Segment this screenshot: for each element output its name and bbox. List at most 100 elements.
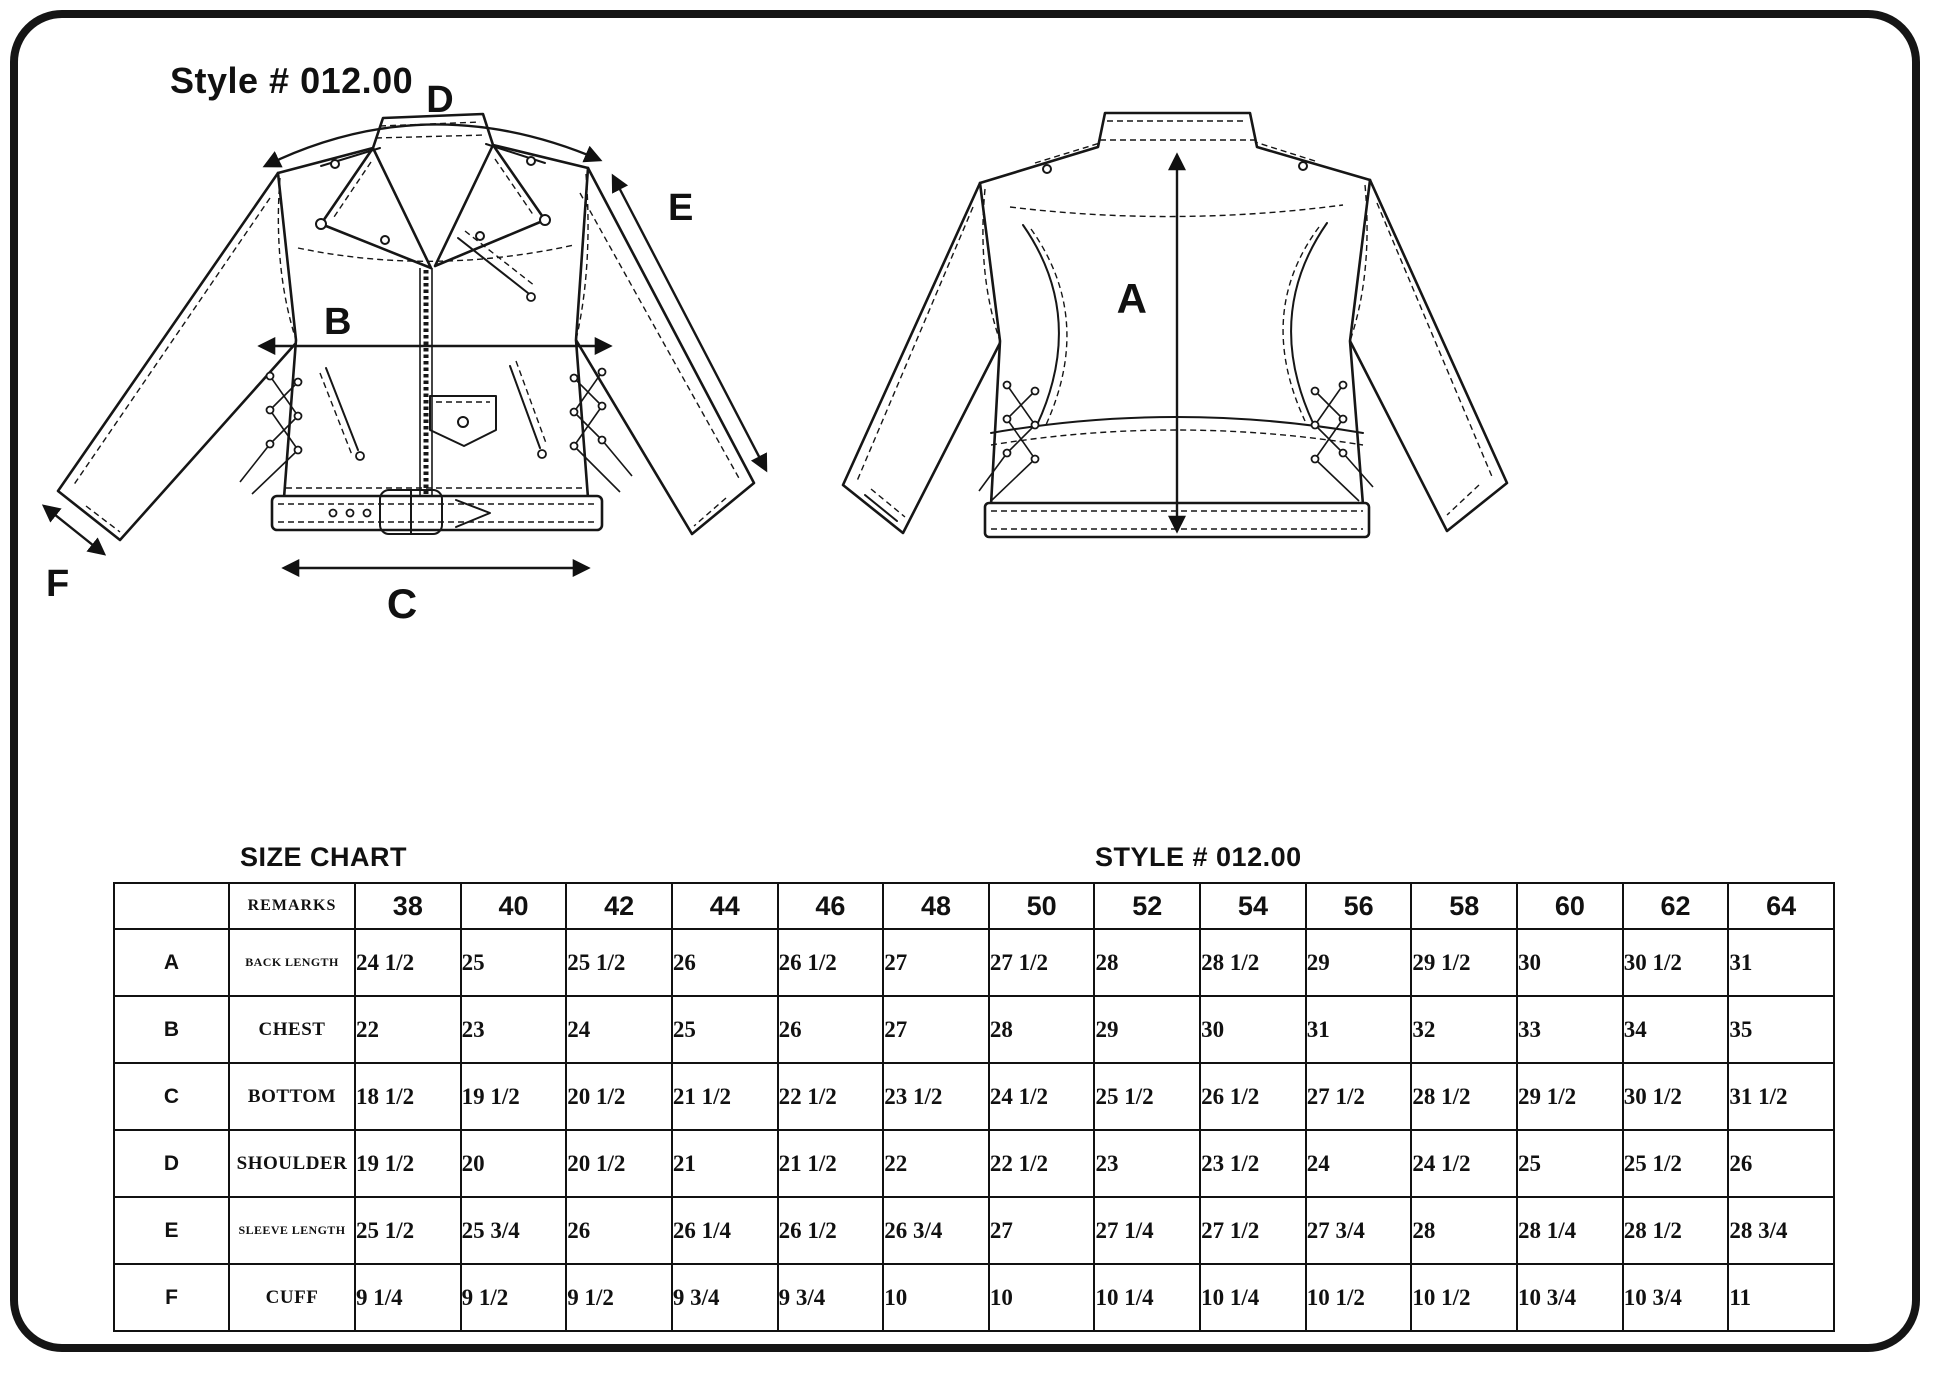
size-header-40: 40	[459, 882, 568, 930]
value-A-38: 24 1/2	[354, 928, 462, 997]
value-D-60: 25	[1516, 1129, 1624, 1198]
value-B-58: 32	[1410, 995, 1519, 1064]
value-F-42: 9 1/2	[565, 1263, 673, 1332]
value-E-50: 27	[987, 1196, 1096, 1265]
size-header-42: 42	[565, 882, 673, 930]
value-A-48: 27	[882, 928, 990, 997]
value-B-48: 27	[882, 995, 990, 1064]
size-header-52: 52	[1093, 882, 1202, 930]
right-lapel	[433, 143, 547, 268]
row-remark-F: CUFF	[228, 1263, 356, 1332]
back-right-sleeve	[1348, 178, 1509, 533]
value-A-40: 25	[459, 928, 568, 997]
shoulder-measure-arrow-D	[262, 123, 603, 168]
value-A-58: 29 1/2	[1410, 928, 1519, 997]
value-F-54: 10 1/4	[1199, 1263, 1307, 1332]
snap-left-lapel	[315, 218, 327, 230]
value-C-42: 20 1/2	[565, 1062, 673, 1131]
value-E-64: 28 3/4	[1727, 1196, 1835, 1265]
waist-belt	[270, 494, 604, 532]
left-lapel	[319, 146, 433, 270]
value-C-62: 30 1/2	[1621, 1062, 1730, 1131]
value-E-56: 27 3/4	[1304, 1196, 1413, 1265]
row-letter-E: E	[113, 1196, 230, 1265]
value-B-40: 23	[459, 995, 568, 1064]
size-header-46: 46	[776, 882, 885, 930]
value-D-54: 23 1/2	[1199, 1129, 1307, 1198]
row-letter-F: F	[113, 1263, 230, 1332]
value-C-54: 26 1/2	[1199, 1062, 1307, 1131]
size-chart-style-heading: STYLE # 012.00	[1095, 842, 1302, 872]
back-right-side-laces	[1310, 380, 1374, 502]
value-D-50: 22 1/2	[987, 1129, 1096, 1198]
value-D-64: 26	[1727, 1129, 1835, 1198]
value-C-46: 22 1/2	[776, 1062, 885, 1131]
value-A-46: 26 1/2	[776, 928, 885, 997]
value-D-62: 25 1/2	[1621, 1129, 1730, 1198]
value-B-54: 30	[1199, 995, 1307, 1064]
value-C-40: 19 1/2	[459, 1062, 568, 1131]
value-F-58: 10 1/2	[1410, 1263, 1519, 1332]
value-F-48: 10	[882, 1263, 990, 1332]
front-right-sleeve	[574, 166, 756, 536]
value-A-62: 30 1/2	[1621, 928, 1730, 997]
value-C-44: 21 1/2	[670, 1062, 779, 1131]
size-header-60: 60	[1516, 882, 1624, 930]
value-E-52: 27 1/4	[1093, 1196, 1202, 1265]
label-D: D	[426, 79, 453, 121]
value-A-56: 29	[1304, 928, 1413, 997]
value-D-46: 21 1/2	[776, 1129, 885, 1198]
value-A-52: 28	[1093, 928, 1202, 997]
row-letter-C: C	[113, 1062, 230, 1131]
value-F-50: 10	[987, 1263, 1096, 1332]
snap-right-lapel	[539, 214, 551, 226]
left-zip-pocket	[325, 367, 359, 451]
value-E-46: 26 1/2	[776, 1196, 885, 1265]
chest-zip-pocket	[457, 237, 529, 294]
value-B-42: 24	[565, 995, 673, 1064]
value-F-56: 10 1/2	[1304, 1263, 1413, 1332]
row-letter-D: D	[113, 1129, 230, 1198]
belt-tip	[455, 499, 491, 528]
size-header-54: 54	[1199, 882, 1307, 930]
back-snap-left	[1042, 164, 1052, 174]
row-remark-B: CHEST	[228, 995, 356, 1064]
label-B: B	[324, 301, 351, 343]
value-A-44: 26	[670, 928, 779, 997]
remarks-header: REMARKS	[228, 882, 356, 930]
value-F-46: 9 3/4	[776, 1263, 885, 1332]
label-F: F	[46, 563, 69, 605]
value-D-40: 20	[459, 1129, 568, 1198]
value-C-60: 29 1/2	[1516, 1062, 1624, 1131]
value-B-56: 31	[1304, 995, 1413, 1064]
left-side-laces	[239, 371, 303, 495]
snap-right-epaulet	[526, 156, 536, 166]
corner-cell	[113, 882, 230, 930]
value-C-52: 25 1/2	[1093, 1062, 1202, 1131]
value-F-44: 9 3/4	[670, 1263, 779, 1332]
value-D-56: 24	[1304, 1129, 1413, 1198]
value-F-52: 10 1/4	[1093, 1263, 1202, 1332]
row-letter-A: A	[113, 928, 230, 997]
size-header-38: 38	[354, 882, 462, 930]
value-A-50: 27 1/2	[987, 928, 1096, 997]
row-remark-E: SLEEVE LENGTH	[228, 1196, 356, 1265]
value-E-62: 28 1/2	[1621, 1196, 1730, 1265]
value-E-40: 25 3/4	[459, 1196, 568, 1265]
jacket-back-view: A	[841, 111, 1509, 539]
value-F-60: 10 3/4	[1516, 1263, 1624, 1332]
label-E: E	[668, 187, 693, 229]
value-F-62: 10 3/4	[1621, 1263, 1730, 1332]
value-E-48: 26 3/4	[882, 1196, 990, 1265]
label-A: A	[1117, 275, 1147, 322]
value-C-50: 24 1/2	[987, 1062, 1096, 1131]
row-letter-B: B	[113, 995, 230, 1064]
value-A-64: 31	[1727, 928, 1835, 997]
value-F-40: 9 1/2	[459, 1263, 568, 1332]
snap-left-epaulet	[330, 159, 340, 169]
value-E-54: 27 1/2	[1199, 1196, 1307, 1265]
